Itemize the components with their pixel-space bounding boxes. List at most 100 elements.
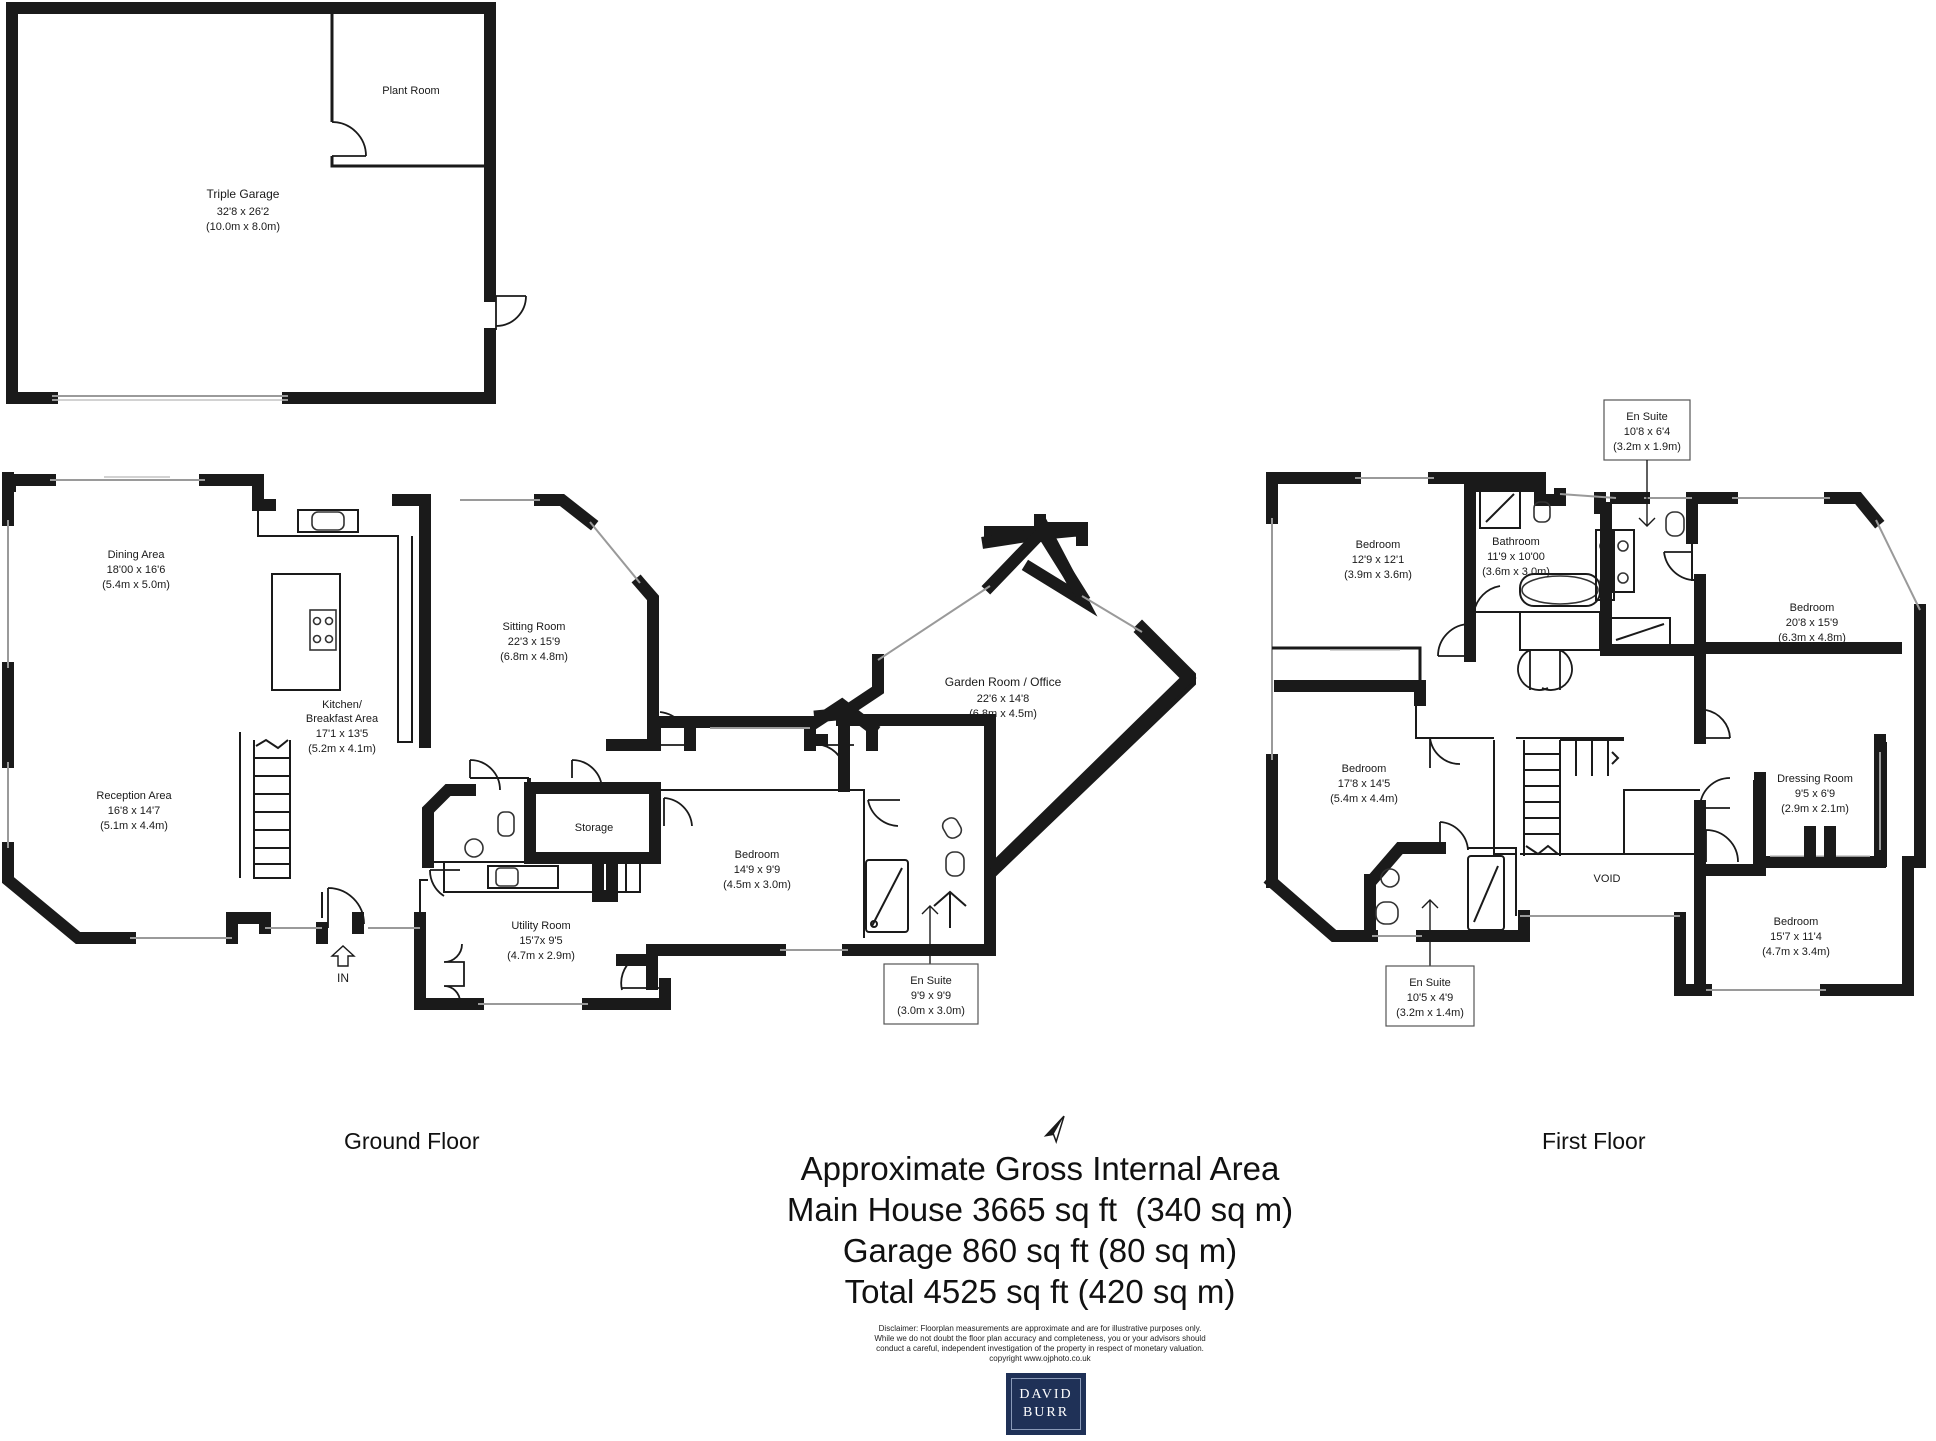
garden-room-metric: (6.8m x 4.5m) — [969, 708, 1037, 720]
ff-bed3-metric: (4.7m x 3.4m) — [1762, 946, 1830, 958]
master-bedroom-door[interactable] — [1700, 709, 1731, 739]
utility-name: Utility Room — [511, 920, 570, 932]
dressing-room-imperial: 9'5 x 6'9 — [1795, 788, 1835, 800]
storage-door[interactable] — [571, 759, 603, 791]
ff-bed3-name: Bedroom — [1774, 916, 1819, 928]
garage-metric: (10.0m x 8.0m) — [206, 221, 280, 233]
master-bedroom-imperial: 20'8 x 15'9 — [1786, 617, 1839, 629]
gf-bedroom-imperial: 14'9 x 9'9 — [734, 864, 780, 876]
logo-line-2: BURR — [1022, 1405, 1070, 1420]
ground-floor-labels: Triple Garage 32'8 x 26'2 (10.0m x 8.0m)… — [96, 85, 1062, 1025]
kitchen-name-1: Kitchen/ — [322, 699, 363, 711]
utility-imperial: 15'7x 9'5 — [519, 935, 562, 947]
first-floor-title: First Floor — [1542, 1128, 1646, 1154]
garage-name: Triple Garage — [207, 187, 280, 201]
disclaimer-copyright: copyright www.ojphoto.co.uk — [989, 1354, 1091, 1363]
ff-ensuite-bottom-door[interactable] — [1439, 821, 1469, 851]
ff-ensuite-top-imperial: 10'8 x 6'4 — [1624, 426, 1670, 438]
garden-room-imperial: 22'6 x 14'8 — [977, 693, 1030, 705]
gf-ensuite-door[interactable] — [867, 799, 900, 827]
ff-bed3-door[interactable] — [1705, 829, 1739, 863]
plant-room-name: Plant Room — [382, 85, 439, 97]
ff-bed1-imperial: 12'9 x 12'1 — [1352, 554, 1405, 566]
disclaimer-line: conduct a careful, independent investiga… — [876, 1344, 1204, 1353]
bathroom-metric: (3.6m x 3.0m) — [1482, 566, 1550, 578]
master-bedroom-metric: (6.3m x 4.8m) — [1778, 632, 1846, 644]
bathroom-imperial: 11'9 x 10'00 — [1487, 551, 1545, 563]
ff-bed2-metric: (5.4m x 4.4m) — [1330, 793, 1398, 805]
dining-imperial: 18'00 x 16'6 — [107, 564, 166, 576]
sitting-room-door[interactable] — [655, 711, 691, 746]
plant-room-door[interactable] — [331, 121, 367, 157]
first-floor-labels: Bedroom 12'9 x 12'1 (3.9m x 3.6m) Bathro… — [1330, 399, 1853, 1027]
first-floor-interior — [1272, 474, 1902, 996]
ff-bed2-name: Bedroom — [1342, 763, 1387, 775]
gf-bedroom-metric: (4.5m x 3.0m) — [723, 879, 791, 891]
ff-bed2-imperial: 17'8 x 14'5 — [1338, 778, 1391, 790]
sitting-name: Sitting Room — [503, 621, 566, 633]
ff-ensuite-bottom-metric: (3.2m x 1.4m) — [1396, 1007, 1464, 1019]
garage-imperial: 32'8 x 26'2 — [217, 206, 270, 218]
bathroom-name: Bathroom — [1492, 536, 1540, 548]
ff-ensuite-bottom-imperial: 10'5 x 4'9 — [1407, 992, 1453, 1004]
area-main-house: Main House 3665 sq ft (340 sq m) — [786, 1191, 1294, 1228]
gf-bedroom-name: Bedroom — [735, 849, 780, 861]
david-burr-logo: DAVID BURR — [1006, 1373, 1086, 1435]
disclaimer-line: Disclaimer: Floorplan measurements are a… — [878, 1324, 1202, 1333]
ff-ensuite-top-metric: (3.2m x 1.9m) — [1613, 441, 1681, 453]
ff-bed2-door[interactable] — [1429, 737, 1461, 768]
entry-label: IN — [337, 971, 349, 985]
void-label: VOID — [1594, 873, 1621, 885]
north-arrow-icon — [1043, 1115, 1065, 1145]
ff-bed3-imperial: 15'7 x 11'4 — [1770, 931, 1822, 943]
sitting-metric: (6.8m x 4.8m) — [500, 651, 568, 663]
ff-ensuite-top-name: En Suite — [1626, 411, 1668, 423]
dressing-room-metric: (2.9m x 2.1m) — [1781, 803, 1849, 815]
dressing-room-name: Dressing Room — [1777, 773, 1853, 785]
utility-metric: (4.7m x 2.9m) — [507, 950, 575, 962]
storage-name: Storage — [575, 822, 614, 834]
ff-bed1-door[interactable] — [1437, 623, 1471, 657]
dining-metric: (5.4m x 5.0m) — [102, 579, 170, 591]
reception-metric: (5.1m x 4.4m) — [100, 820, 168, 832]
reception-imperial: 16'8 x 14'7 — [108, 805, 161, 817]
gf-ensuite-metric: (3.0m x 3.0m) — [897, 1005, 965, 1017]
garage-block — [6, 2, 527, 404]
gf-bedroom-door[interactable] — [663, 797, 693, 827]
ff-bed1-name: Bedroom — [1356, 539, 1401, 551]
gf-ensuite-imperial: 9'9 x 9'9 — [911, 990, 951, 1002]
wc-door[interactable] — [469, 759, 501, 791]
utility-cupboard-door[interactable] — [443, 943, 465, 1003]
ff-ensuite-bottom-name: En Suite — [1409, 977, 1451, 989]
ground-floor-title: Ground Floor — [344, 1128, 480, 1154]
ground-floor-interior — [7, 476, 967, 1005]
logo-line-1: DAVID — [1019, 1387, 1073, 1402]
gf-ensuite-name: En Suite — [910, 975, 952, 987]
dining-name: Dining Area — [108, 549, 166, 561]
garage-side-door[interactable] — [495, 295, 527, 330]
bathroom-cupboard-doors[interactable] — [1517, 649, 1573, 691]
garden-room-name: Garden Room / Office — [945, 675, 1062, 689]
ground-stairs — [254, 738, 290, 865]
sitting-imperial: 22'3 x 15'9 — [508, 636, 561, 648]
ff-bed1-metric: (3.9m x 3.6m) — [1344, 569, 1412, 581]
ff-stairs — [1523, 739, 1624, 856]
disclaimer-line: While we do not doubt the floor plan acc… — [874, 1334, 1206, 1343]
ff-ensuite-top-door[interactable] — [1663, 551, 1693, 581]
kitchen-name-2: Breakfast Area — [306, 713, 379, 725]
garden-room-door[interactable] — [821, 744, 854, 777]
kitchen-metric: (5.2m x 4.1m) — [308, 743, 376, 755]
garden-room-structure — [813, 522, 1197, 875]
bathroom-door[interactable] — [1473, 582, 1501, 613]
kitchen-imperial: 17'1 x 13'5 — [316, 728, 369, 740]
disclaimer: Disclaimer: Floorplan measurements are a… — [840, 1324, 1240, 1364]
area-heading: Approximate Gross Internal Area — [800, 1150, 1280, 1187]
master-bedroom-name: Bedroom — [1790, 602, 1835, 614]
area-total: Total 4525 sq ft (420 sq m) — [844, 1273, 1236, 1310]
utility-hall-door[interactable] — [429, 869, 460, 897]
entry-arrow-icon — [330, 945, 356, 967]
area-garage: Garage 860 sq ft (80 sq m) — [842, 1232, 1238, 1269]
reception-name: Reception Area — [96, 790, 172, 802]
area-summary: Approximate Gross Internal Area Main Hou… — [750, 1148, 1330, 1312]
